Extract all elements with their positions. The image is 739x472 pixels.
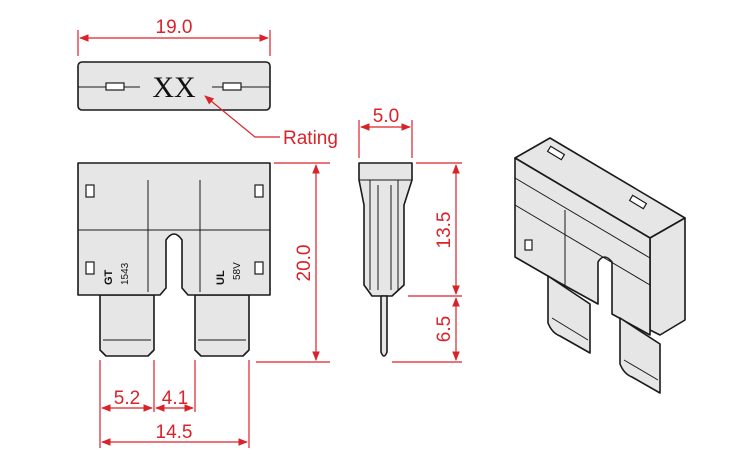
side-view-blade	[380, 295, 388, 357]
top-view-body	[77, 61, 271, 111]
front-clip-br	[254, 261, 264, 275]
dim-label-6-5: 6.5	[434, 316, 455, 342]
dim-height-total: 20.0	[256, 162, 330, 363]
front-view-housing	[77, 162, 271, 296]
top-view: XX	[77, 61, 271, 111]
front-clip-tl	[85, 184, 95, 198]
front-clip-tr	[254, 184, 264, 198]
iso-blade-right	[619, 317, 661, 394]
logo-right: UL	[215, 270, 227, 285]
dim-height-blade: 6.5	[392, 297, 462, 363]
dim-label-20: 20.0	[294, 245, 315, 282]
dim-blade-width: 5.2	[99, 360, 155, 448]
dim-blade-gap: 4.1	[155, 360, 196, 412]
side-view-housing	[358, 162, 413, 297]
rating-leader: Rating	[204, 95, 338, 149]
dim-label-19: 19.0	[156, 17, 193, 38]
front-clip-bl	[85, 261, 95, 275]
dim-label-5-0: 5.0	[373, 106, 399, 127]
code-left: 1543	[120, 262, 131, 285]
dim-height-body: 13.5	[408, 162, 462, 297]
blade-left	[99, 294, 155, 357]
side-view	[358, 162, 413, 357]
rating-label: Rating	[283, 128, 338, 149]
iso-clip	[524, 239, 533, 251]
rating-marking: XX	[152, 71, 196, 104]
iso-end-face	[649, 217, 686, 336]
iso-blade-left	[547, 275, 591, 354]
isometric-view	[514, 137, 686, 394]
dim-thickness: 5.0	[358, 106, 413, 158]
top-slot-left	[105, 82, 125, 91]
dim-label-4-1: 4.1	[162, 388, 188, 409]
blade-right	[194, 294, 250, 357]
dim-blade-span: 14.5	[101, 360, 250, 448]
iso-front-face	[514, 157, 651, 336]
front-view: GT 1543 UL 58V	[77, 162, 271, 357]
voltage-right: 58V	[232, 262, 243, 280]
dim-label-5-2: 5.2	[114, 388, 140, 409]
dim-width-top: 19.0	[77, 17, 271, 56]
dim-label-13-5: 13.5	[434, 212, 455, 249]
top-slot-right	[222, 82, 242, 91]
dim-label-14-5: 14.5	[156, 422, 193, 443]
iso-top-slot-right	[628, 194, 648, 210]
logo-left: GT	[103, 269, 115, 285]
iso-top-slot-left	[546, 145, 566, 161]
